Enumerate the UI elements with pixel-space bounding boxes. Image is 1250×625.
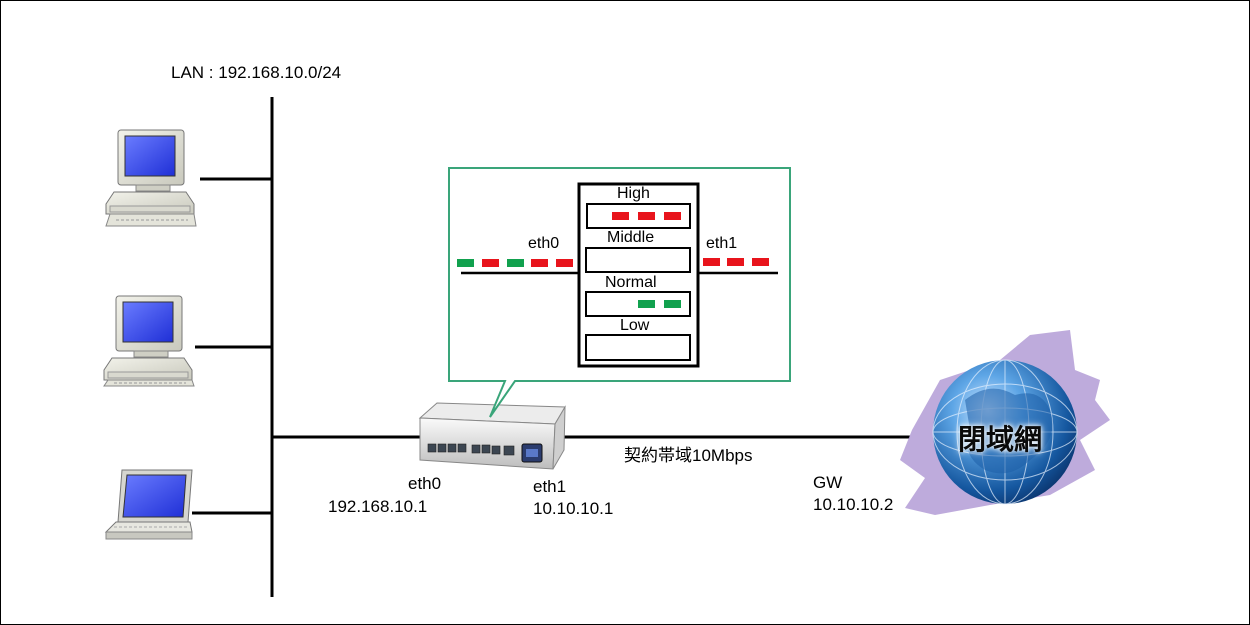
packet-normal xyxy=(457,259,474,267)
packet-high xyxy=(531,259,548,267)
bandwidth-label: 契約帯域10Mbps xyxy=(624,446,753,465)
queue-high-label: High xyxy=(617,185,650,202)
packet-high xyxy=(556,259,573,267)
closed-network-cloud xyxy=(900,330,1110,515)
packet-high xyxy=(664,212,681,220)
queue-low-box xyxy=(585,334,691,361)
packet-high xyxy=(752,258,769,266)
queue-low-label: Low xyxy=(620,317,650,334)
router-eth1-ip: 10.10.10.1 xyxy=(533,499,614,518)
callout-eth1-label: eth1 xyxy=(706,235,738,252)
packet-high xyxy=(612,212,629,220)
packet-high xyxy=(703,258,720,266)
closed-network-label: 閉域網 xyxy=(958,423,1043,456)
router-eth0-label: eth0 xyxy=(408,474,442,493)
packet-high xyxy=(482,259,499,267)
packet-high xyxy=(727,258,744,266)
queue-middle-label: Middle xyxy=(607,229,655,246)
router-eth1-label: eth1 xyxy=(533,477,567,496)
lan-label: LAN : 192.168.10.0/24 xyxy=(171,63,342,82)
packet-normal xyxy=(664,300,681,308)
queue-callout xyxy=(448,167,791,418)
packet-normal xyxy=(507,259,524,267)
queue-normal-label: Normal xyxy=(605,274,657,291)
router-eth0-ip: 192.168.10.1 xyxy=(328,497,428,516)
packet-high xyxy=(638,212,655,220)
laptop-icon xyxy=(104,469,193,540)
packet-normal xyxy=(638,300,655,308)
callout-eth0-label: eth0 xyxy=(528,235,560,252)
queue-middle-box xyxy=(585,247,691,273)
gateway-ip: 10.10.10.2 xyxy=(813,495,894,514)
desktop-pc-icon xyxy=(105,129,197,227)
desktop-pc-icon xyxy=(103,295,195,387)
gateway-label: GW xyxy=(813,473,843,492)
